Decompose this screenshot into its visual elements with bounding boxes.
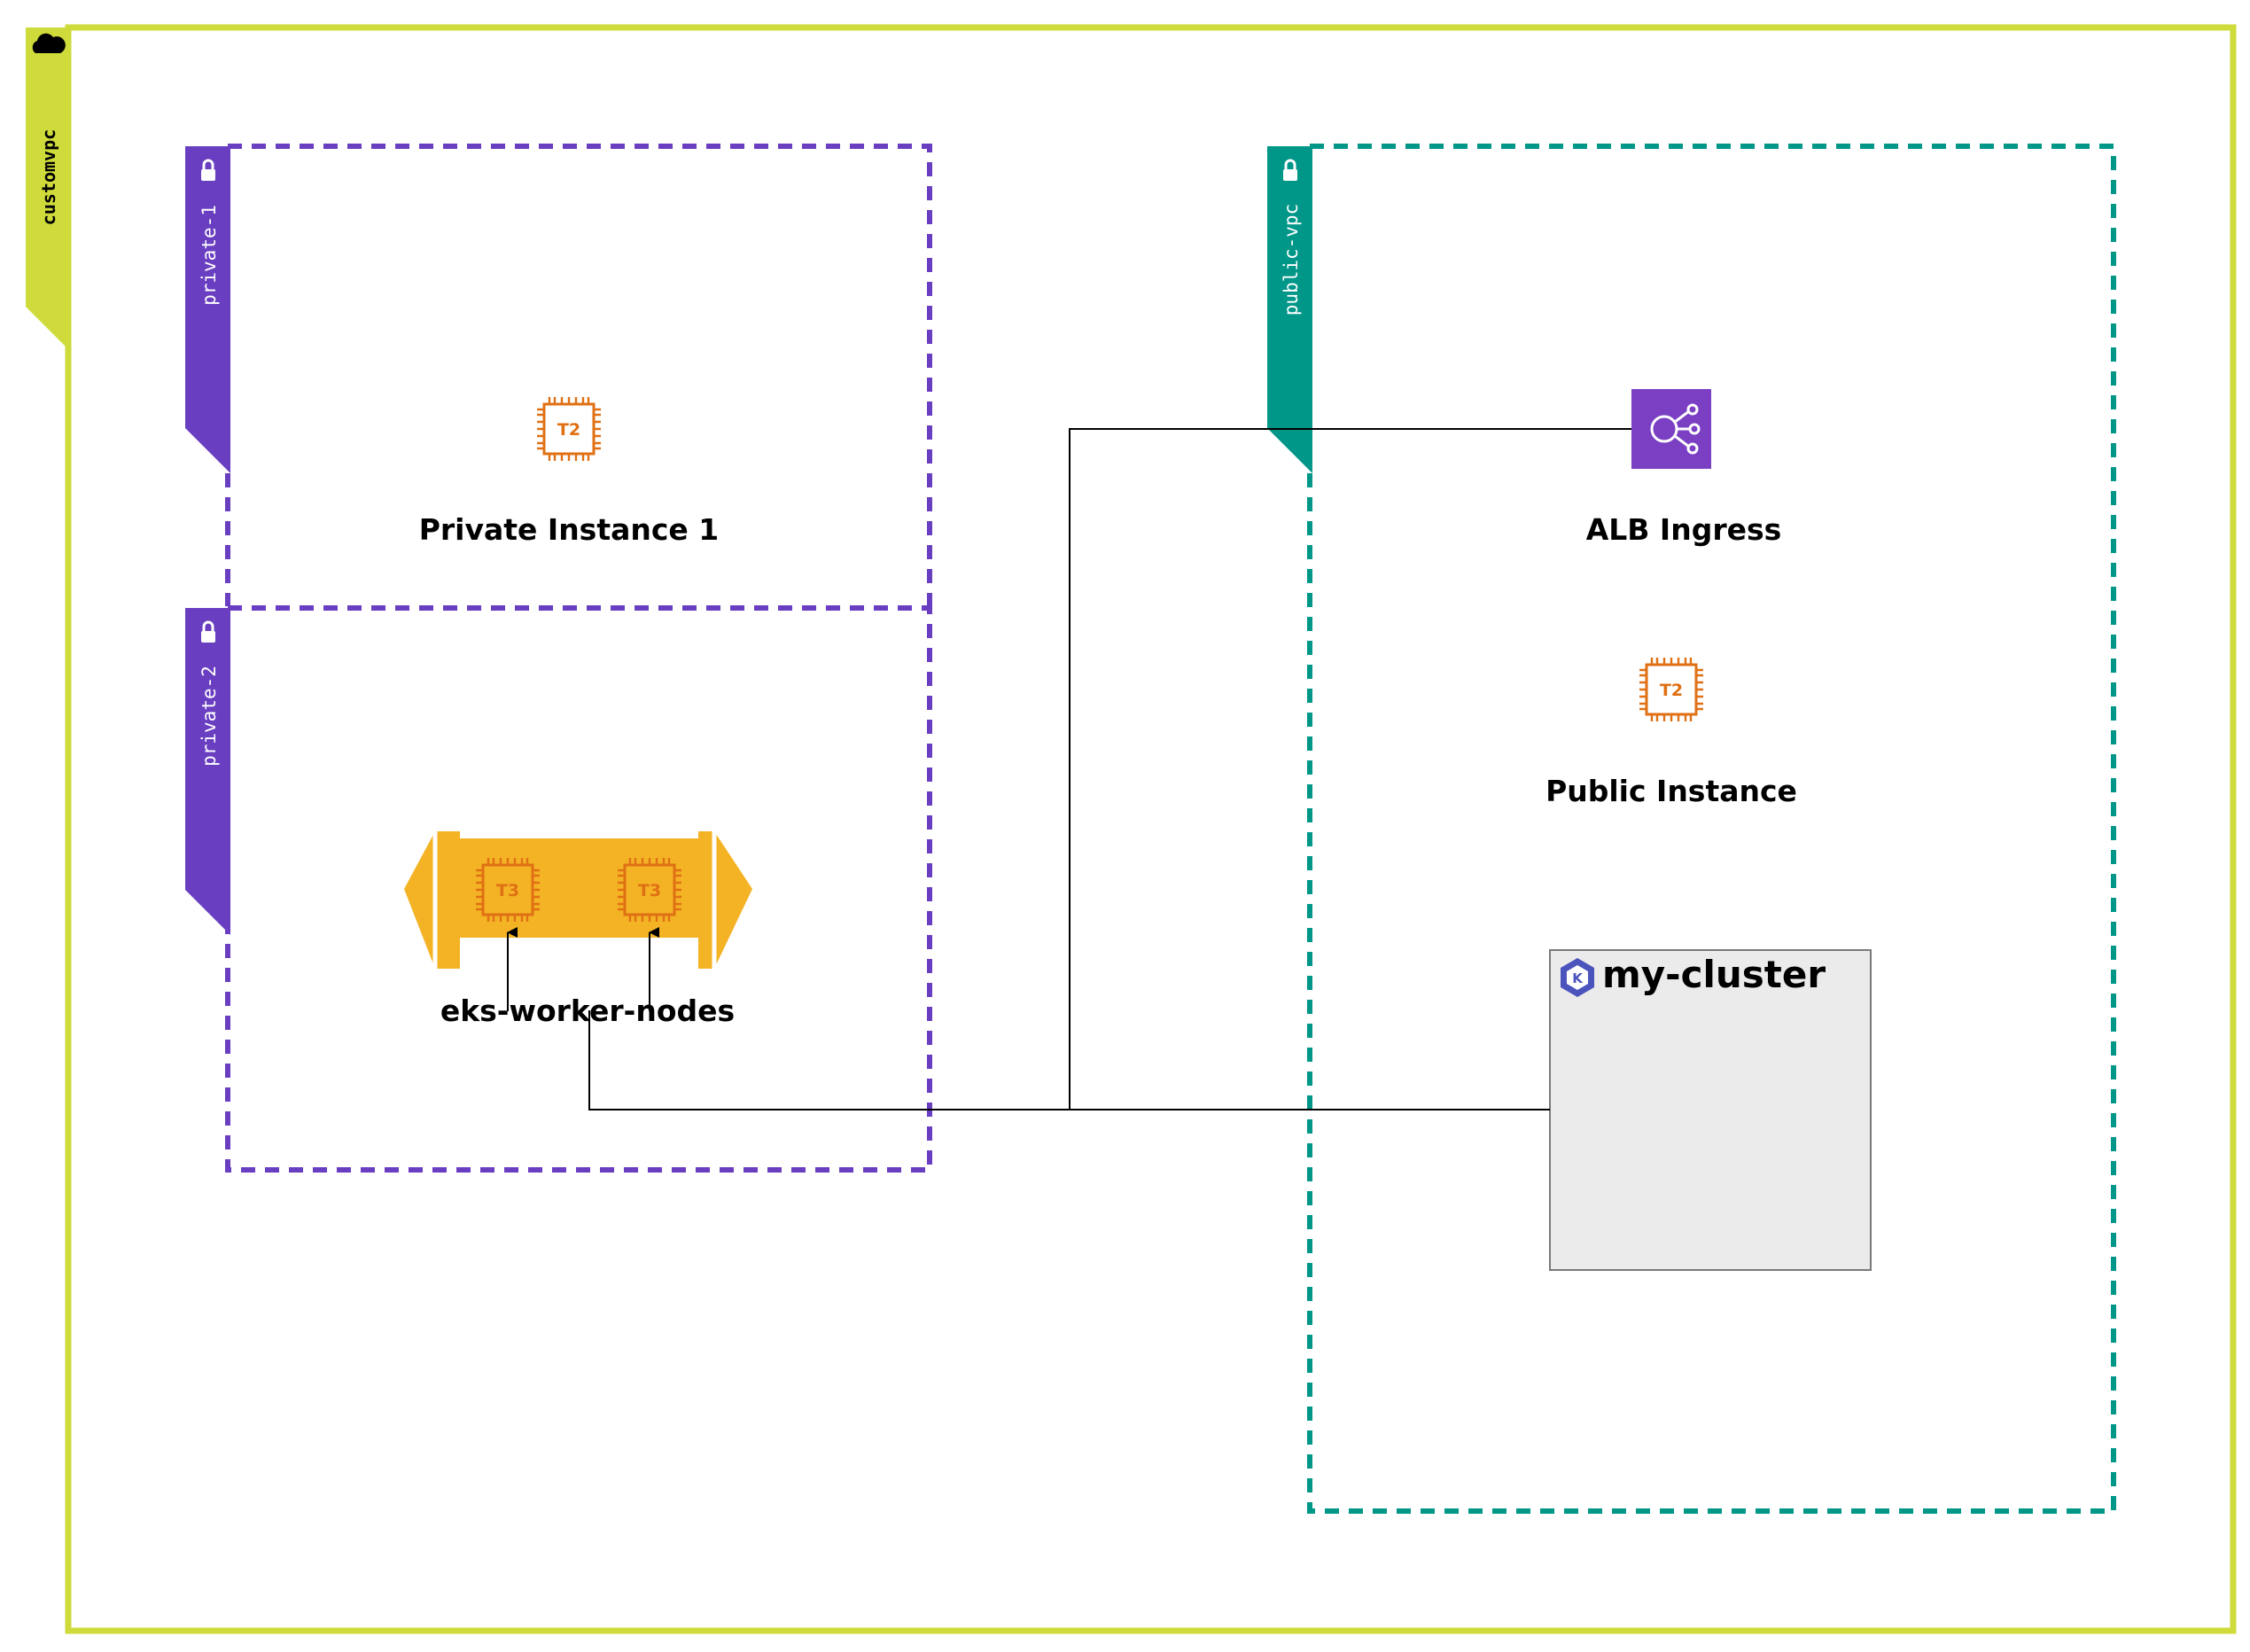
public-instance-label: Public Instance bbox=[1545, 774, 1797, 808]
private-1-subnet: private-1 bbox=[185, 144, 932, 606]
ec2-instance-icon: T2 bbox=[535, 395, 603, 463]
alb-ingress-node[interactable]: ALB Ingress bbox=[1586, 389, 1782, 547]
ec2-instance-icon: T3 bbox=[474, 856, 541, 923]
cluster-to-workers-edge[interactable] bbox=[588, 1010, 1070, 1110]
cluster-node[interactable]: K my-cluster bbox=[1549, 949, 1872, 1271]
public-vpc-label: public-vpc bbox=[1281, 204, 1302, 316]
auto-scaling-group-icon bbox=[404, 831, 752, 969]
cluster-label: my-cluster bbox=[1602, 953, 1826, 996]
private-1-border bbox=[225, 144, 932, 606]
vpc-label-tab bbox=[26, 27, 70, 351]
eks-icon-letter: K bbox=[1572, 970, 1584, 986]
eks-icon: K bbox=[1561, 958, 1594, 997]
worker-node-a[interactable]: T3 bbox=[474, 856, 541, 923]
worker-nodes-group[interactable]: T3 T3 eks-worker-nodes bbox=[404, 831, 752, 1028]
private-1-label: private-1 bbox=[199, 205, 220, 306]
private-instance-node[interactable]: T2 Private Instance 1 bbox=[419, 395, 720, 547]
public-vpc-label-tab bbox=[1267, 146, 1312, 473]
lock-icon bbox=[201, 620, 215, 643]
cluster-box bbox=[1549, 949, 1872, 1271]
connectors bbox=[507, 428, 1631, 1110]
public-instance-chip-label: T2 bbox=[1660, 681, 1683, 700]
private-instance-label: Private Instance 1 bbox=[419, 512, 720, 547]
vpc-border bbox=[65, 24, 2237, 1634]
worker-b-chip-label: T3 bbox=[638, 881, 661, 900]
public-instance-node[interactable]: T2 Public Instance bbox=[1545, 656, 1797, 808]
ec2-instance-icon: T3 bbox=[616, 856, 683, 923]
alb-icon bbox=[1631, 389, 1711, 469]
private-2-label: private-2 bbox=[199, 666, 220, 767]
alb-label: ALB Ingress bbox=[1586, 512, 1782, 547]
vpc-group: customvpc bbox=[26, 24, 2237, 1634]
private-instance-chip-label: T2 bbox=[557, 420, 580, 440]
public-vpc-subnet: public-vpc bbox=[1267, 144, 2116, 1514]
private-2-label-tab bbox=[185, 608, 230, 935]
worker-nodes-label: eks-worker-nodes bbox=[440, 994, 735, 1028]
private-1-label-tab bbox=[185, 146, 230, 473]
lock-icon bbox=[1283, 159, 1297, 181]
private-2-border bbox=[225, 605, 932, 1173]
worker-node-b[interactable]: T3 bbox=[616, 856, 683, 923]
public-vpc-border bbox=[1307, 144, 2116, 1514]
ec2-instance-icon: T2 bbox=[1638, 656, 1705, 723]
vpc-label: customvpc bbox=[38, 129, 59, 225]
private-2-subnet: private-2 bbox=[185, 605, 932, 1173]
alb-to-cluster-edge[interactable] bbox=[1069, 428, 1631, 1110]
worker-a-chip-label: T3 bbox=[496, 881, 519, 900]
cloud-icon bbox=[32, 33, 66, 53]
lock-icon bbox=[201, 159, 215, 181]
